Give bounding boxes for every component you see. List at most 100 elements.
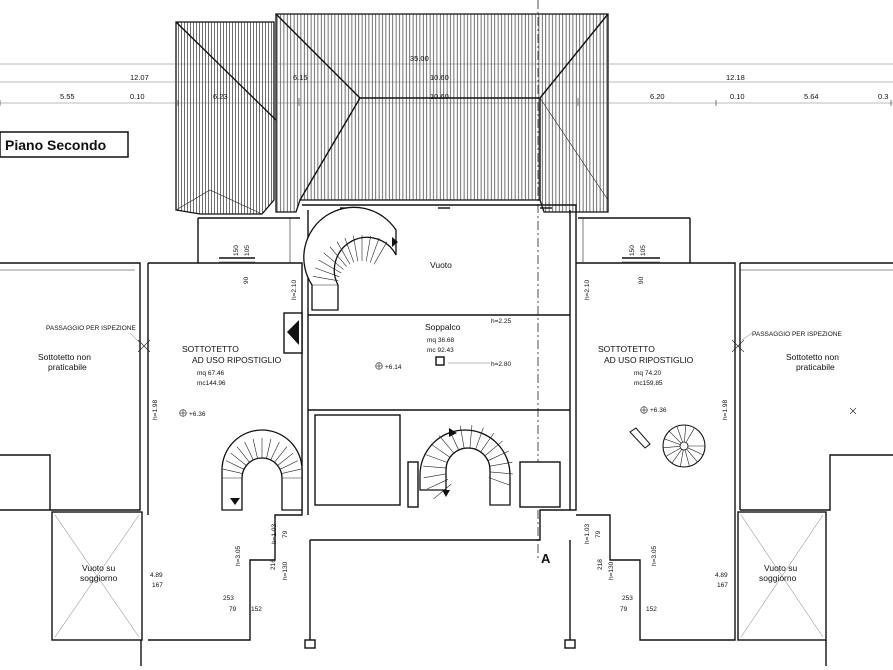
stair-tread	[685, 427, 695, 443]
stair-center	[419, 425, 513, 506]
stair-tread	[680, 449, 684, 467]
stair-tread	[236, 446, 250, 463]
stair-tread	[279, 460, 299, 470]
dimension-lines	[0, 63, 893, 106]
stair-tread	[353, 235, 359, 262]
stair-tread	[676, 426, 683, 443]
ann-l-489: 4.89	[150, 572, 163, 579]
ann-r-79: 79	[595, 530, 602, 538]
stair-tread	[475, 427, 484, 450]
ann-r-218: 218	[597, 559, 604, 570]
plan-walls	[0, 204, 893, 666]
ann-l-h305: h=3.05	[235, 546, 242, 566]
ann-l-h103: h=1.03	[271, 524, 278, 544]
stair-tread	[323, 252, 344, 270]
stair-tread	[663, 446, 681, 449]
ann-l-216: 216	[270, 559, 277, 570]
dim-row2-1: 5.55	[60, 92, 75, 101]
section-marker: A	[541, 551, 551, 566]
left-attic-l1: Sottotetto non	[38, 352, 91, 362]
soppalco-mc: mc 92.43	[427, 347, 454, 354]
dim-row2-3: 6.23	[213, 92, 228, 101]
roof-left	[175, 21, 277, 215]
stair-tread	[480, 432, 495, 453]
ann-l-150: 150	[233, 245, 240, 256]
stair-tread	[484, 440, 503, 457]
ann-r-h103: h=1.03	[584, 524, 591, 544]
ann-r-h305: h=3.05	[651, 546, 658, 566]
ann-l-79b: 79	[229, 606, 237, 613]
stair-tread	[489, 461, 513, 467]
stair-tread	[438, 435, 455, 454]
right-store-mq: mq 74.20	[634, 370, 661, 377]
ann-l-167: 167	[152, 582, 163, 589]
stair-tread	[277, 452, 294, 466]
stair-tread	[274, 446, 288, 463]
stair-tread	[266, 438, 272, 459]
dim-overall: 35.00	[410, 54, 429, 63]
stair-tread	[489, 471, 513, 475]
stair-right	[629, 424, 706, 468]
ann-r-150: 150	[629, 245, 636, 256]
soppalco-h2: h=2.80	[491, 361, 511, 368]
left-store-l1: SOTTOTETTO	[182, 344, 239, 354]
left-store-l2: AD USO RIPOSTIGLIO	[192, 355, 282, 365]
page-title: Piano Secondo	[5, 137, 106, 153]
ann-r-253: 253	[622, 595, 633, 602]
stair-tread	[684, 425, 687, 443]
ann-r-90: 90	[638, 276, 645, 284]
stair-tread	[687, 447, 704, 456]
ann-r-h210: h=2.10	[584, 280, 591, 300]
ann-r-167: 167	[717, 582, 728, 589]
ann-r-105: 105	[640, 245, 647, 256]
dim-top-right: 12.18	[726, 73, 745, 82]
stair-tread	[469, 425, 473, 449]
right-attic-l1: Sottotetto non	[786, 352, 839, 362]
ann-r-h130: h=130	[608, 561, 615, 580]
stair-tread	[252, 438, 258, 459]
stair-tread	[430, 443, 451, 458]
stair-tread	[686, 448, 698, 463]
inspection-marker-right	[731, 332, 753, 353]
soppalco-name: Soppalco	[425, 322, 461, 332]
soppalco-mq: mq 36.68	[427, 337, 454, 344]
ann-l-79: 79	[282, 530, 289, 538]
dim-row2-4: 10.60	[430, 92, 449, 101]
stair-tread	[664, 438, 681, 445]
dim-row2-2: 0.10	[130, 92, 145, 101]
inspection-marker-left	[129, 332, 151, 353]
soppalco-h1: h=2.25	[491, 318, 511, 325]
ann-r-489: 4.89	[715, 572, 728, 579]
stair-tread	[344, 237, 355, 263]
stair-tread	[487, 450, 509, 461]
level-marker-left	[179, 409, 187, 417]
soppalco-level: +6.14	[385, 364, 402, 371]
stair-tread	[665, 447, 681, 457]
ann-r-h198: h=1.98	[722, 400, 729, 420]
small-marker-right	[849, 407, 857, 415]
stair-tread	[423, 473, 447, 479]
stair-tread	[369, 237, 380, 263]
stair-tread	[425, 454, 448, 463]
left-attic-l2: praticabile	[48, 362, 87, 372]
stair-tread	[222, 468, 243, 474]
room-vuoto-top: Vuoto	[430, 260, 452, 270]
left-void-l2: soggiorno	[80, 573, 118, 583]
stair-top	[303, 206, 398, 311]
dim-row2-6: 0.10	[730, 92, 745, 101]
dim-top-mid-a: 6.15	[293, 73, 308, 82]
ann-l-105: 105	[244, 245, 251, 256]
stair-tread	[230, 452, 247, 466]
stair-tread	[312, 276, 339, 282]
right-attic-l2: praticabile	[796, 362, 835, 372]
ann-r-79b: 79	[620, 606, 628, 613]
ann-l-h130: h=130	[282, 561, 289, 580]
stair-tread	[433, 483, 452, 500]
stair-tread	[459, 425, 465, 449]
left-void-l1: Vuoto su	[82, 563, 116, 573]
stair-tread	[365, 235, 371, 262]
dim-row2-8: 0.3	[878, 92, 888, 101]
ann-l-253: 253	[223, 595, 234, 602]
stair-tread	[423, 465, 447, 469]
